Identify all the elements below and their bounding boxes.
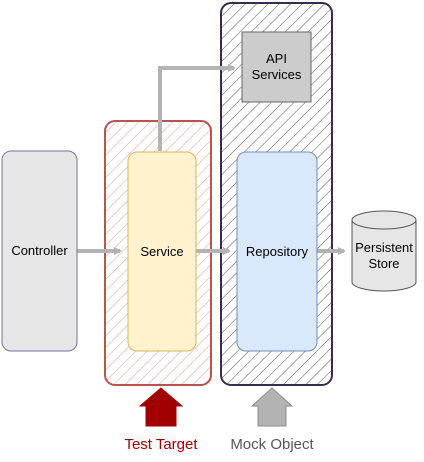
persistent-store-cylinder (351, 220, 417, 292)
service-box (127, 151, 197, 352)
repository-box (236, 151, 318, 352)
test-target-legend-arrow (138, 387, 184, 427)
mock-object-legend-label: Mock Object (230, 436, 314, 453)
mock-object-legend-arrow (250, 387, 294, 427)
persistent-store-top (351, 210, 417, 230)
api-services-box (241, 31, 312, 103)
test-target-legend-label: Test Target (124, 436, 198, 453)
controller-box (1, 150, 78, 352)
service-to-api-connector (158, 64, 236, 151)
